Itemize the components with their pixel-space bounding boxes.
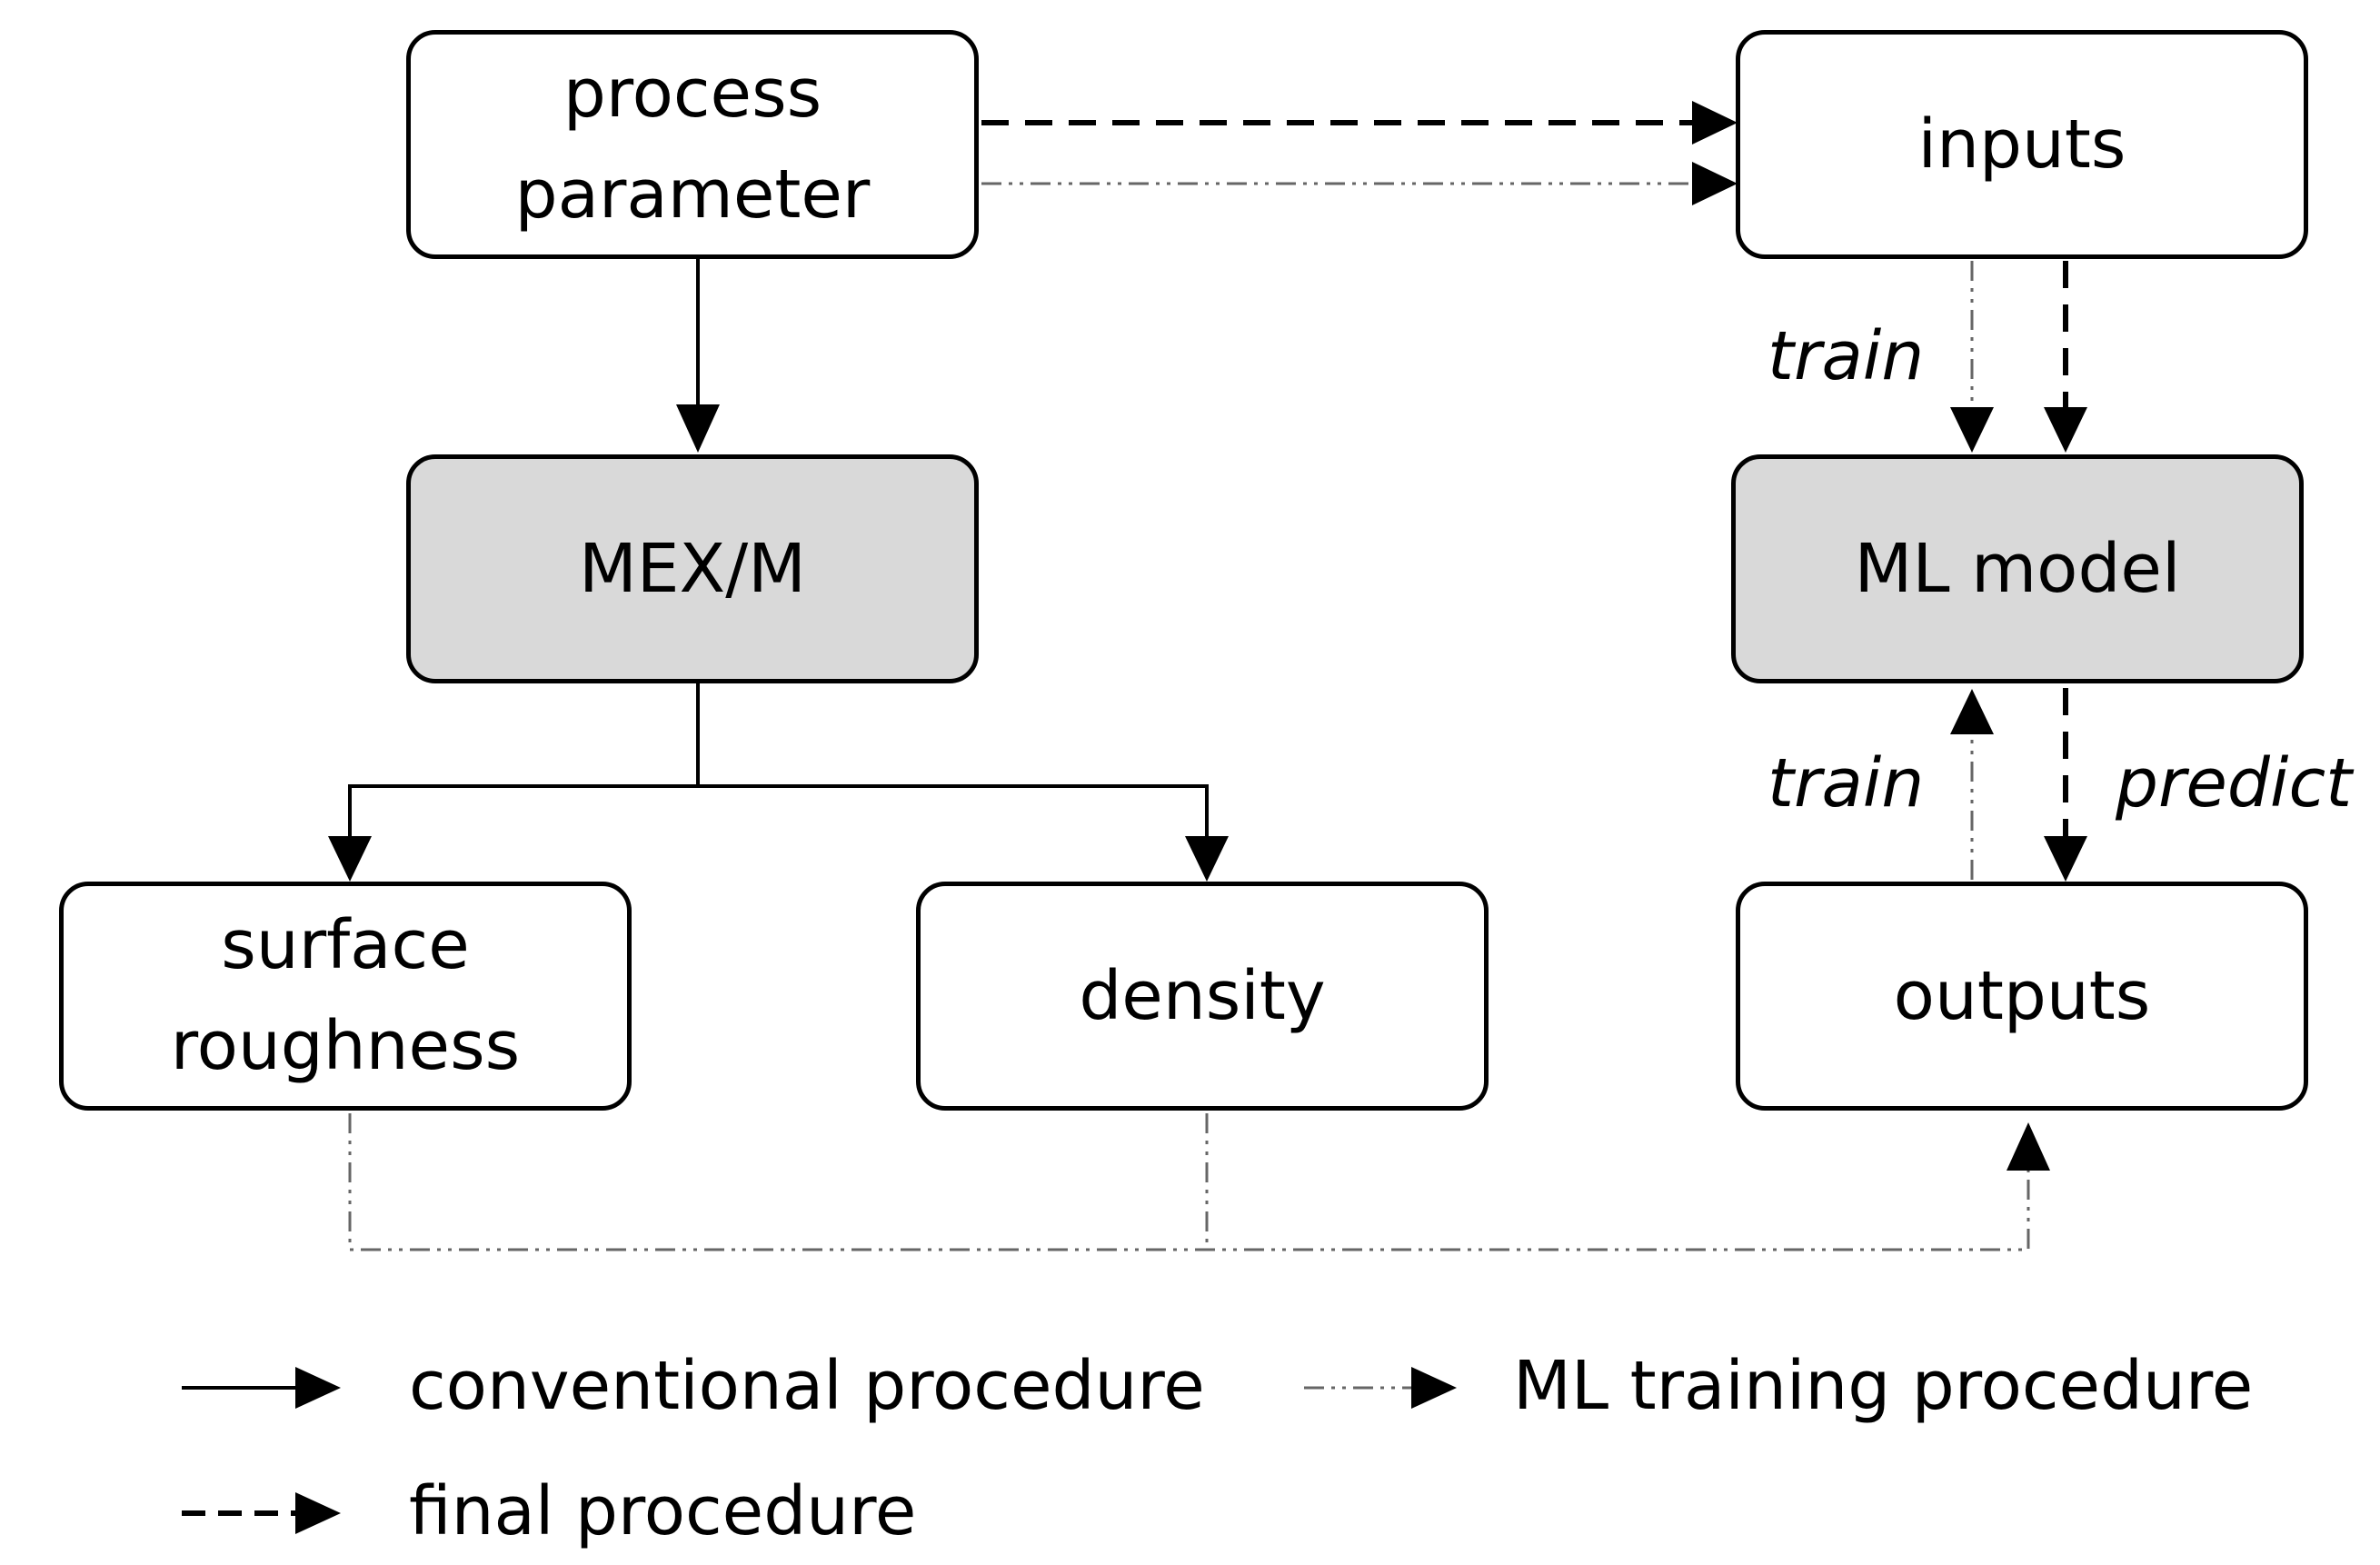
arrowhead-outputs-predict [2044,836,2087,882]
inputs-box: inputs [1736,30,2308,259]
arrowhead-inputs-final [1692,101,1738,145]
legend-ml-training-label: ML training procedure [1513,1347,2254,1425]
surface-roughness-box: surface roughness [59,882,632,1111]
mexm-box: MEX/M [406,454,979,683]
edge-split-to-surface [348,784,698,836]
legend-final-label: final procedure [409,1472,917,1550]
inputs-label: inputs [1917,105,2126,184]
legend-conventional-arrowhead [295,1367,341,1409]
arrowhead-model-final [2044,407,2087,453]
process-parameter-label: process parameter [514,55,871,234]
arrowhead-model-from-outputs [1950,689,1994,734]
ml-model-label: ML model [1854,529,2181,608]
outputs-box: outputs [1736,882,2308,1111]
outputs-label: outputs [1893,956,2151,1035]
arrowhead-inputs-training [1692,162,1738,205]
edge-split-to-density [698,784,1209,836]
legend-final-arrowhead [295,1492,341,1534]
density-label: density [1079,956,1326,1035]
train-label-top: train [1768,317,1925,395]
ml-model-box: ML model [1731,454,2304,683]
edge-surface-to-outputs [348,1113,2030,1251]
density-box: density [916,882,1489,1111]
legend-training-arrowhead [1411,1367,1457,1409]
process-parameter-box: process parameter [406,30,979,259]
predict-label: predict [2116,744,2353,822]
arrowhead-mexm [676,404,720,453]
mexm-label: MEX/M [578,529,807,608]
legend-conventional-label: conventional procedure [409,1347,1205,1425]
train-label-bottom: train [1768,744,1925,822]
arrowhead-surface [328,836,372,882]
surface-roughness-label: surface roughness [170,906,521,1085]
arrowhead-outputs-training [2007,1122,2050,1171]
arrowhead-density [1185,836,1229,882]
arrowhead-model-training [1950,407,1994,453]
